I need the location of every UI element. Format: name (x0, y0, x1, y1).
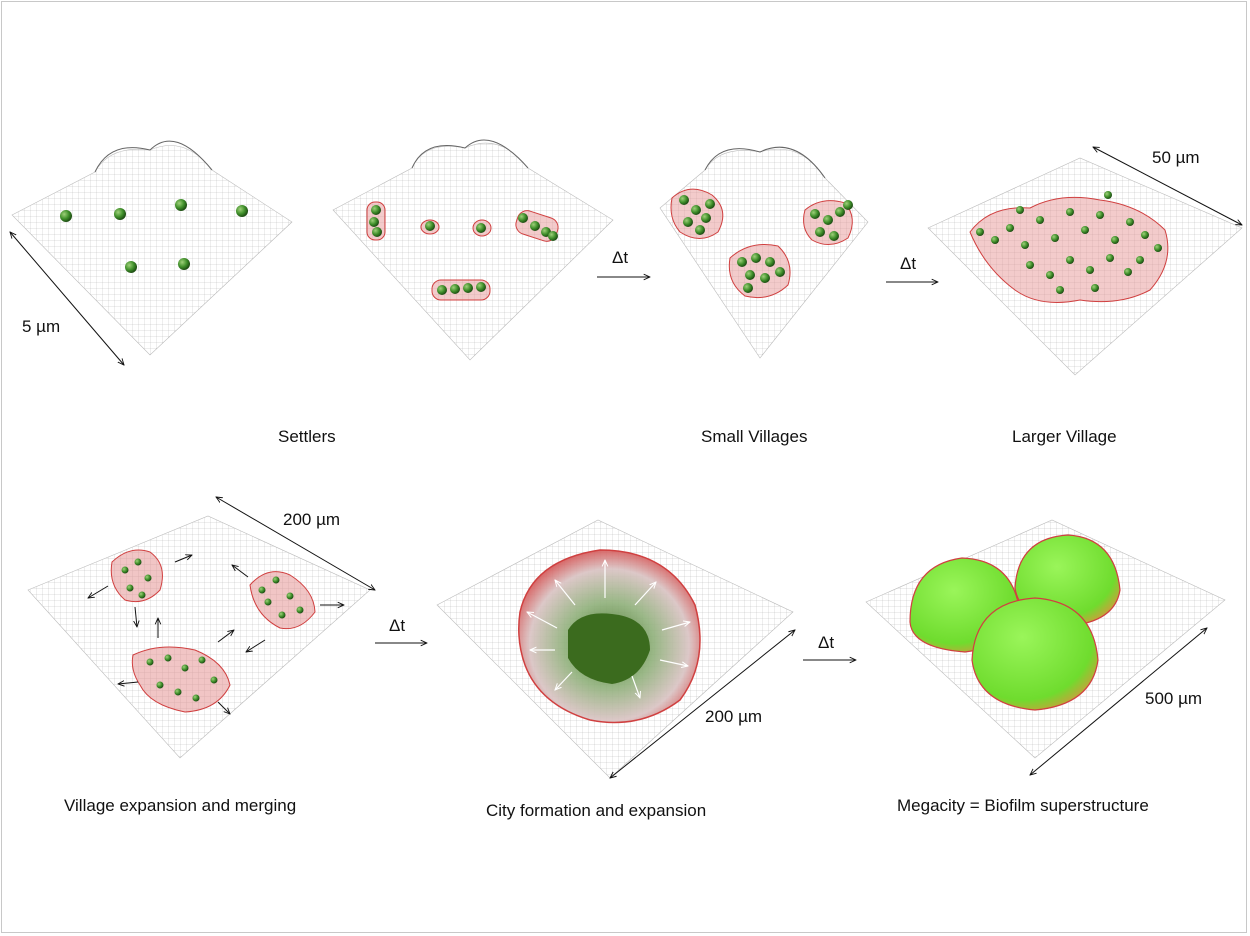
settler-cells (60, 199, 248, 273)
panel-settlers (10, 140, 293, 365)
mesh-surface (332, 142, 614, 361)
label-larger-village: Larger Village (1012, 427, 1117, 446)
village-cells (679, 195, 853, 293)
scale-arrow-200um (610, 630, 795, 778)
label-megacity: Megacity = Biofilm superstructure (897, 796, 1149, 815)
scale-arrow-5um (10, 232, 124, 365)
panel-village-expansion (27, 497, 375, 759)
label-small-villages: Small Villages (701, 427, 808, 446)
time-step-label: Δt (612, 248, 629, 267)
label-settlers: Settlers (278, 427, 336, 446)
panel-small-villages (659, 146, 869, 359)
scale-arrow-200um (216, 497, 375, 590)
time-step-label: Δt (818, 633, 835, 652)
scale-label-5um: 5 µm (22, 317, 61, 336)
matrix-cells (369, 205, 558, 295)
scale-label-500um: 500 µm (1145, 689, 1203, 708)
label-village-expansion: Village expansion and merging (64, 796, 297, 815)
scale-arrow-50um (1093, 147, 1242, 225)
scale-arrow-500um (1030, 628, 1207, 775)
panel-megacity (865, 519, 1226, 775)
mesh-surface (27, 515, 371, 759)
mesh-bump (94, 140, 213, 173)
expansion-arrows (88, 555, 344, 714)
panel-city-formation (436, 519, 795, 778)
panel-settlers-matrix (332, 139, 614, 361)
scale-label-50um: 50 µm (1152, 148, 1200, 167)
label-city-formation: City formation and expansion (486, 801, 707, 820)
time-step-label: Δt (389, 616, 406, 635)
time-step-label: Δt (900, 254, 917, 273)
scale-label-200um-a: 200 µm (283, 510, 341, 529)
expanding-village-cells (121, 558, 304, 702)
scale-label-200um-b: 200 µm (705, 707, 763, 726)
panel-larger-village (927, 147, 1242, 376)
